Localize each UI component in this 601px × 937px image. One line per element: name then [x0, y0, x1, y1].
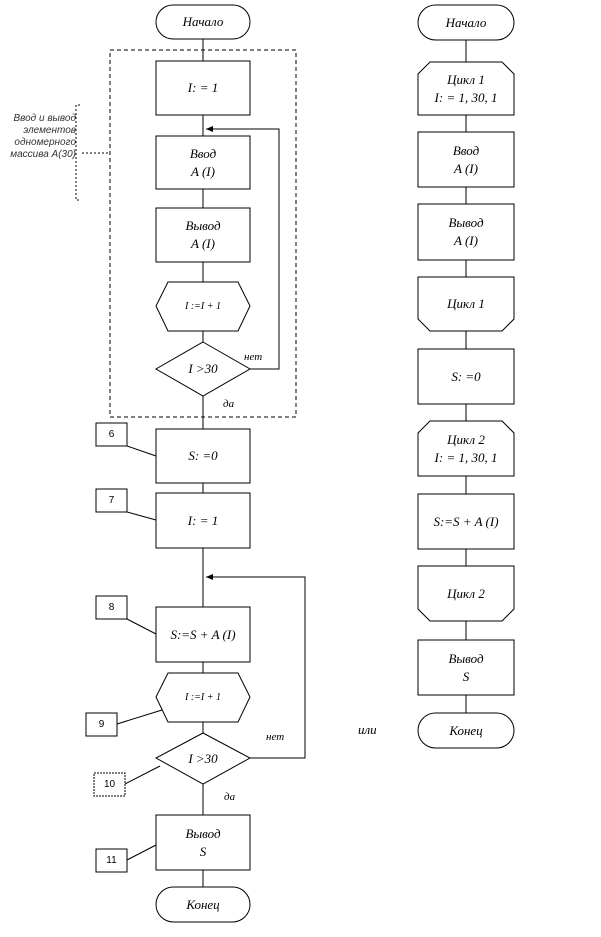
left-output-block: Вывод A (I) [185, 218, 221, 251]
right-output-s-block: Вывод S [448, 650, 484, 684]
right-loop1-end: Цикл 1 [447, 296, 485, 311]
right-end-label: Конец [449, 722, 483, 738]
left-end-label: Конец [186, 896, 220, 912]
note-bracket [75, 104, 110, 201]
left-input-block: Ввод A (I) [189, 145, 217, 179]
right-input-block: Ввод A (I) [452, 142, 480, 176]
left-output-s-block: Вывод S [185, 825, 221, 859]
right-start-label: Начало [445, 14, 487, 30]
left-s-zero-block: S: =0 [188, 448, 218, 463]
left-condition2-diamond: I >30 [188, 750, 218, 766]
number-callouts [85, 422, 163, 873]
right-loop2-end: Цикл 2 [447, 585, 485, 601]
group-note: Ввод и вывод элементов одномерного масси… [10, 113, 76, 160]
yes-label: да [223, 398, 235, 410]
right-s-zero-block: S: =0 [451, 368, 481, 384]
left-start-label: Начало [182, 14, 224, 29]
left-increment-hexagon: I :=I + 1 [185, 300, 221, 312]
left-init2-block: I: = 1 [187, 512, 219, 528]
right-loop2-start: Цикл 2 I: = 1, 30, 1 [434, 431, 498, 465]
callout-11: 11 [106, 855, 117, 866]
no2-label: нет [266, 731, 285, 743]
callout-6: 6 [108, 429, 115, 440]
or-label: или [358, 722, 377, 737]
left-increment2-hexagon: I :=I + 1 [185, 691, 221, 703]
yes2-label: да [224, 791, 236, 803]
left-init-block: I: = 1 [187, 80, 219, 95]
callout-9: 9 [98, 719, 105, 730]
right-loop1-start: Цикл 1 I: = 1, 30, 1 [434, 71, 498, 105]
left-condition-diamond: I >30 [188, 361, 218, 376]
right-output-block: Вывод A (I) [448, 215, 484, 248]
callout-7: 7 [108, 495, 115, 506]
right-flowchart [417, 4, 515, 749]
callout-8: 8 [108, 602, 115, 613]
callout-10: 10 [103, 779, 116, 790]
no-label: нет [244, 351, 263, 363]
left-flowchart [109, 4, 306, 923]
left-sum-block: S:=S + A (I) [170, 626, 236, 642]
right-sum-block: S:=S + A (I) [433, 513, 499, 529]
